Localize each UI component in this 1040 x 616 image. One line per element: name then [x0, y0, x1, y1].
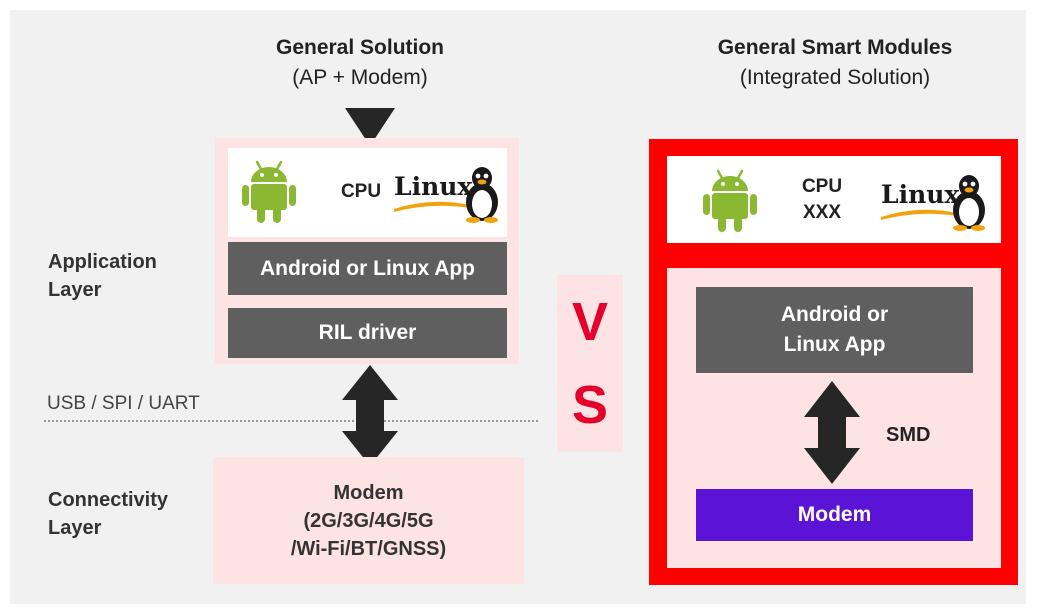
- application-layer-label: Application Layer: [48, 248, 157, 304]
- smart-modem-box: Modem: [696, 489, 973, 541]
- smart-app-box: Android or Linux App: [696, 287, 973, 373]
- android-linux-app-box: Android or Linux App: [228, 242, 507, 295]
- cpu-label: CPU: [340, 181, 382, 202]
- application-layer-label-line2: Layer: [48, 279, 102, 301]
- right-subtitle: (Integrated Solution): [739, 66, 931, 89]
- left-subtitle: (AP + Modem): [292, 66, 428, 89]
- connectivity-layer-label: Connectivity Layer: [48, 486, 168, 542]
- ril-driver-box: RIL driver: [228, 308, 507, 358]
- smart-cpu-label: CPU XXX: [792, 174, 852, 226]
- right-title: General Smart Modules: [717, 36, 953, 59]
- smart-app-label-line2: Linux App: [783, 333, 886, 356]
- connectivity-layer-label-line1: Connectivity: [48, 489, 169, 511]
- vs-letter-s: S: [571, 375, 609, 435]
- double-arrow-icon: [804, 381, 860, 484]
- smart-cpu-label-line1: CPU: [801, 176, 843, 197]
- interface-dotted-line: [44, 420, 538, 422]
- linux-swoosh-icon: [394, 201, 470, 212]
- diagram-canvas: General Solution (AP + Modem) CPU Linux: [10, 10, 1026, 604]
- smd-label: SMD: [886, 424, 931, 446]
- linux-swoosh-icon: [881, 209, 957, 220]
- linux-logo-text: Linux: [394, 172, 473, 201]
- linux-logo: Linux: [392, 166, 504, 224]
- modem-networks-line2: /Wi-Fi/BT/GNSS): [290, 537, 447, 560]
- vs-panel: V S: [557, 275, 623, 452]
- smart-app-label-line1: Android or: [780, 303, 889, 326]
- modem-box: Modem (2G/3G/4G/5G /Wi-Fi/BT/GNSS): [213, 457, 524, 584]
- smart-cpu-box: CPU XXX Linux: [667, 156, 1001, 243]
- vs-letter-v: V: [571, 292, 609, 352]
- down-triangle-icon: [345, 108, 395, 146]
- tux-penguin-icon: [953, 175, 985, 231]
- modem-networks-line1: (2G/3G/4G/5G: [303, 509, 434, 532]
- android-icon: [242, 160, 296, 223]
- cpu-box: CPU Linux: [228, 148, 507, 237]
- linux-logo: Linux: [879, 174, 991, 232]
- modem-label: Modem: [333, 481, 404, 504]
- connectivity-layer-label-line2: Layer: [48, 517, 102, 539]
- smart-cpu-label-line2: XXX: [802, 202, 842, 223]
- interface-label: USB / SPI / UART: [47, 393, 200, 414]
- double-arrow-icon: [342, 365, 398, 466]
- application-layer-label-line1: Application: [48, 251, 157, 273]
- android-icon: [703, 169, 757, 232]
- left-title: General Solution: [275, 36, 445, 59]
- tux-penguin-icon: [466, 167, 498, 223]
- linux-logo-text: Linux: [881, 180, 960, 209]
